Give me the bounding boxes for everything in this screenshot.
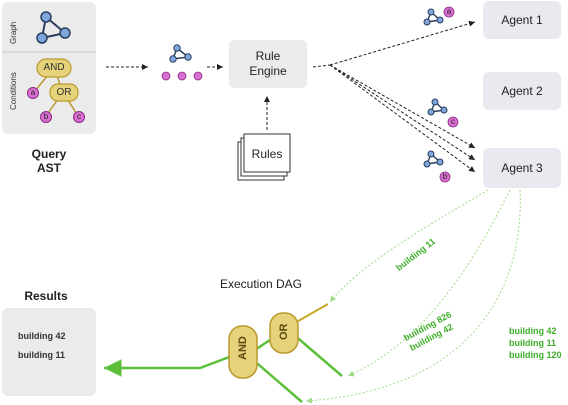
query-ast-caption-line2: AST xyxy=(37,161,61,175)
query-ast-caption-line1: Query xyxy=(31,147,67,161)
mini-graph-icon xyxy=(169,44,192,63)
ast-cond-b: b xyxy=(43,112,49,121)
ast-and-label: AND xyxy=(43,62,65,73)
agent-1-badge: a xyxy=(446,7,452,16)
agent2-subgraph-icon xyxy=(427,98,459,128)
agent-2-badge: c xyxy=(451,117,455,126)
results-box xyxy=(2,308,96,396)
rule-engine-line1: Rule xyxy=(255,49,281,63)
dag-or-label: OR xyxy=(278,323,290,341)
rule-engine-box xyxy=(229,40,307,88)
dag-and-label: AND xyxy=(237,336,249,360)
graph-icon xyxy=(36,11,71,44)
conditions-section-label: Conditions xyxy=(9,72,18,110)
dag-or-node xyxy=(269,312,299,354)
agent-3-badge: b xyxy=(442,172,448,181)
results-item-1: building 11 xyxy=(18,350,66,360)
graph-section-label: Graph xyxy=(9,21,18,44)
results-title: Results xyxy=(24,289,68,303)
agent-1-label: Agent 1 xyxy=(501,13,543,27)
ast-cond-c: c xyxy=(77,112,81,121)
rule-engine-line2: Engine xyxy=(249,64,287,78)
agent-3-box: Agent 3 xyxy=(483,148,561,188)
flow-agent3-item-0: building 42 xyxy=(509,326,557,336)
ast-or-node xyxy=(49,83,79,102)
agent-1-box: Agent 1 xyxy=(483,1,561,39)
agent-3-label: Agent 3 xyxy=(501,161,543,175)
rules-document-icon xyxy=(237,133,291,181)
agent-2-box: Agent 2 xyxy=(483,72,561,110)
flow-agent3-item-2: building 120 xyxy=(509,350,562,360)
execution-dag-title: Execution DAG xyxy=(219,277,303,291)
ast-cond-a: a xyxy=(30,88,36,97)
agent-2-label: Agent 2 xyxy=(501,84,543,98)
rules-label: Rules xyxy=(251,147,283,161)
dag-and-node xyxy=(228,325,258,379)
agent1-subgraph-icon xyxy=(423,6,455,26)
ast-and-node xyxy=(36,58,72,78)
ast-or-label: OR xyxy=(56,87,72,98)
agent3-subgraph-icon xyxy=(423,150,451,183)
flow-agent3-item-1: building 11 xyxy=(509,338,557,348)
results-item-0: building 42 xyxy=(18,331,66,341)
